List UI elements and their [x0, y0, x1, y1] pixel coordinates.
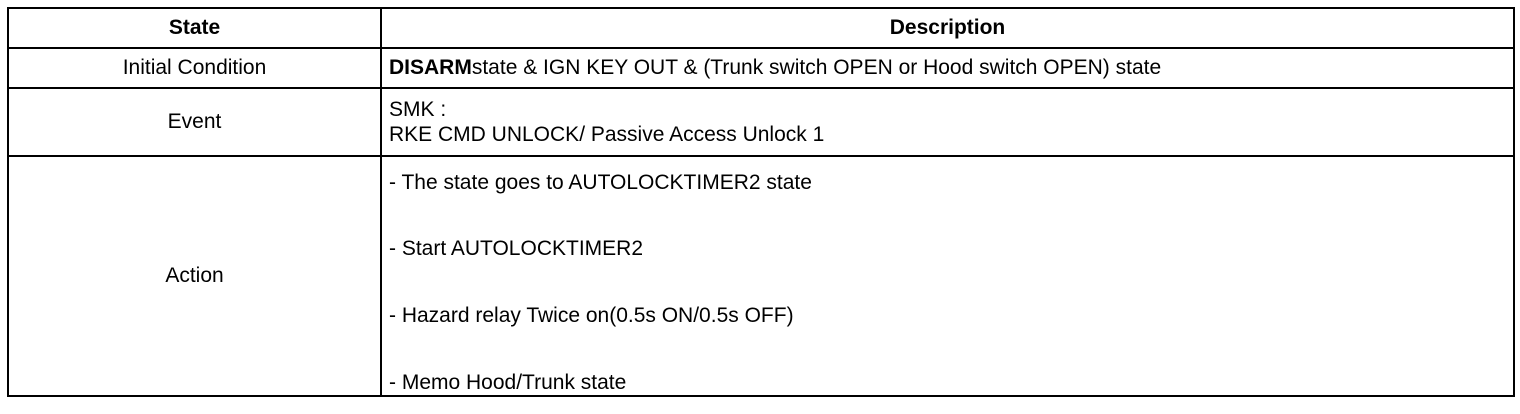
- initial-condition-rest-text: state & IGN KEY OUT & (Trunk switch OPEN…: [471, 56, 1162, 80]
- table-row-event: Event SMK : RKE CMD UNLOCK/ Passive Acce…: [7, 87, 1515, 157]
- event-line-1: SMK :: [389, 97, 447, 121]
- action-description-cell: - The state goes to AUTOLOCKTIMER2 state…: [380, 155, 1515, 397]
- initial-condition-description-cell: DISARMstate & IGN KEY OUT & (Trunk switc…: [380, 47, 1515, 89]
- initial-condition-bold-text: DISARM: [389, 56, 472, 80]
- action-item: - Start AUTOLOCKTIMER2: [389, 237, 643, 260]
- event-description-cell: SMK : RKE CMD UNLOCK/ Passive Access Unl…: [380, 87, 1515, 157]
- header-state: State: [7, 7, 382, 49]
- table-row-action: Action - The state goes to AUTOLOCKTIMER…: [7, 155, 1515, 397]
- header-description: Description: [380, 7, 1515, 49]
- initial-condition-state-cell: Initial Condition: [7, 47, 382, 89]
- event-line-2: RKE CMD UNLOCK/ Passive Access Unlock 1: [389, 123, 825, 146]
- action-state-cell: Action: [7, 155, 382, 397]
- action-item: - Hazard relay Twice on(0.5s ON/0.5s OFF…: [389, 304, 794, 327]
- action-item: - The state goes to AUTOLOCKTIMER2 state: [389, 171, 812, 194]
- action-item: - Memo Hood/Trunk state: [389, 371, 627, 394]
- table-row-initial-condition: Initial Condition DISARMstate & IGN KEY …: [7, 47, 1515, 89]
- action-list: - The state goes to AUTOLOCKTIMER2 state…: [389, 158, 1513, 394]
- header-row: State Description: [7, 7, 1515, 49]
- event-state-cell: Event: [7, 87, 382, 157]
- state-description-table: State Description Initial Condition DISA…: [7, 7, 1515, 397]
